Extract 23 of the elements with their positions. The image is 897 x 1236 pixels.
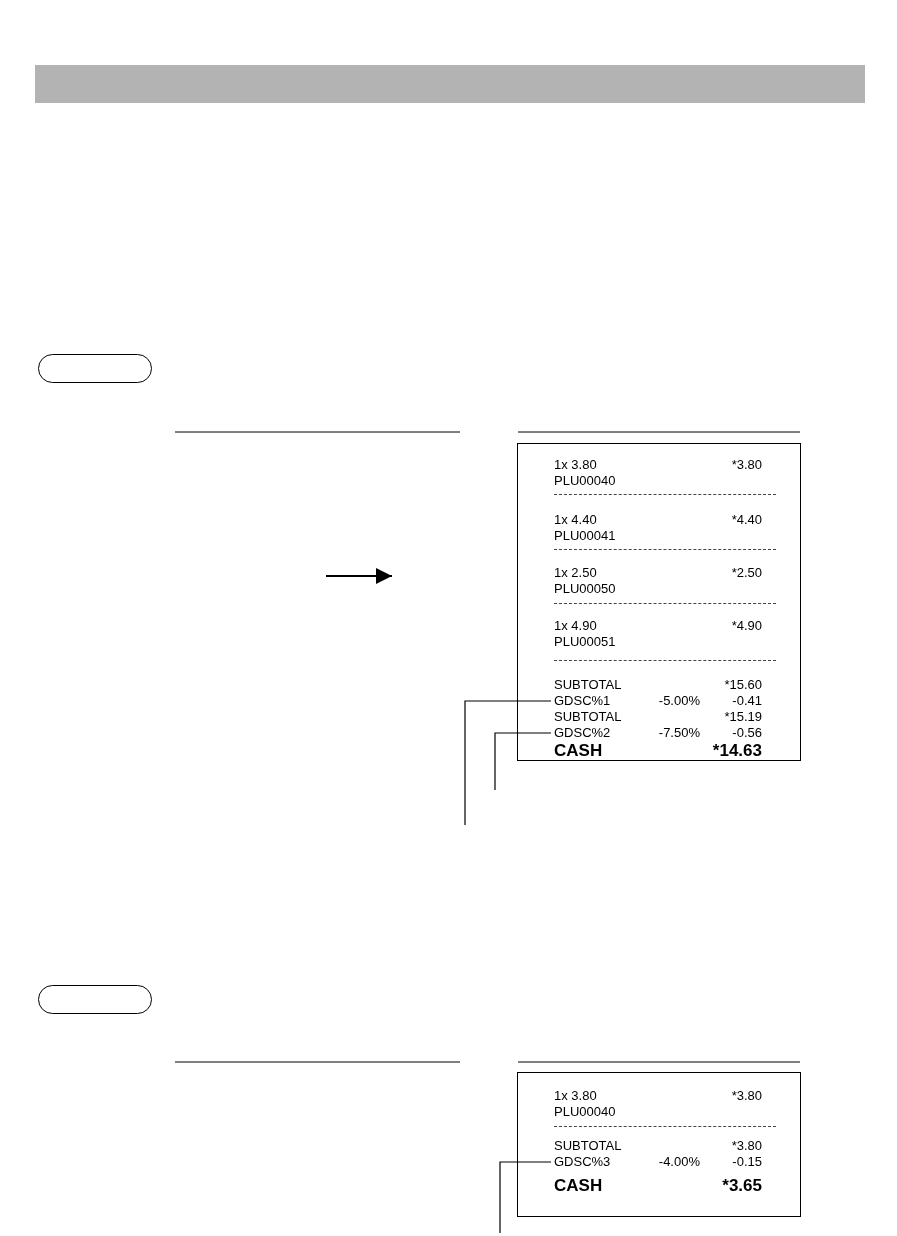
receipt-line: PLU00040 <box>554 474 762 488</box>
receipt-line: 1x 3.80 *3.80 <box>554 1089 762 1103</box>
receipt-line: GDSC%2 -7.50% -0.56 <box>554 726 762 740</box>
receipt-line: 1x 2.50 *2.50 <box>554 566 762 580</box>
receipt-line: PLU00051 <box>554 635 762 649</box>
receipt-line: PLU00050 <box>554 582 762 596</box>
receipt-line: 1x 3.80 *3.80 <box>554 458 762 472</box>
receipt-box <box>517 1072 801 1217</box>
receipt-line: CASH *14.63 <box>554 742 762 760</box>
receipt-line: GDSC%3 -4.00% -0.15 <box>554 1155 762 1169</box>
receipt-line: SUBTOTAL *15.60 <box>554 678 762 692</box>
receipt-line: 1x 4.40 *4.40 <box>554 513 762 527</box>
leader-line <box>499 1161 552 1234</box>
receipt-line: CASH *3.65 <box>554 1177 762 1195</box>
leader-line <box>464 700 552 826</box>
receipt-line: PLU00041 <box>554 529 762 543</box>
receipt-line: 1x 4.90 *4.90 <box>554 619 762 633</box>
leader-line <box>494 732 552 791</box>
receipt-line: GDSC%1 -5.00% -0.41 <box>554 694 762 708</box>
receipt-line: PLU00040 <box>554 1105 762 1119</box>
receipt-box <box>517 443 801 761</box>
receipt-line: SUBTOTAL *15.19 <box>554 710 762 724</box>
receipt-line: SUBTOTAL *3.80 <box>554 1139 762 1153</box>
